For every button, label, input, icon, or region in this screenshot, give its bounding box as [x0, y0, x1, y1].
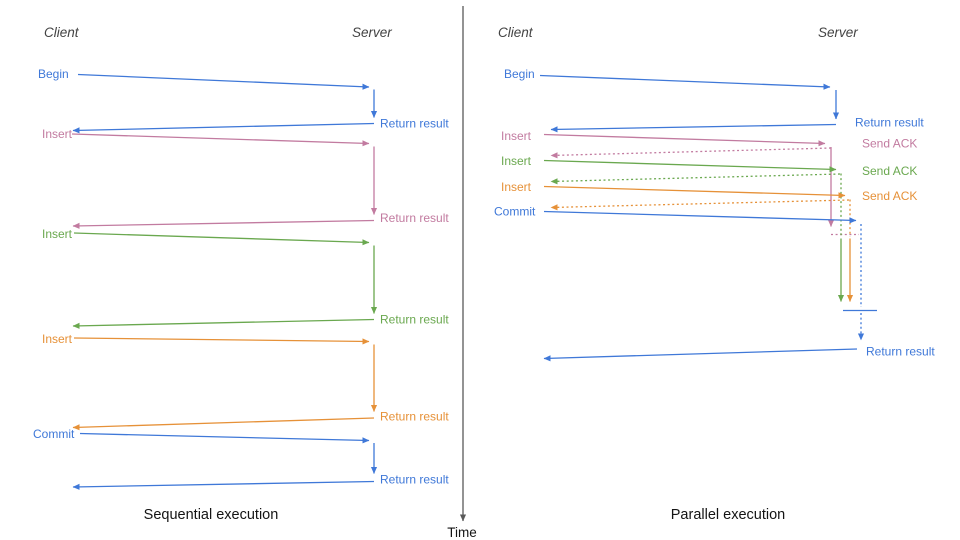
parallel-server-label: Server	[818, 25, 858, 40]
par-insert1-request-arrow	[543, 133, 826, 147]
sequential-client-label: Client	[44, 25, 80, 40]
par-insert3-response-label: Send ACK	[862, 189, 917, 203]
par-begin-request-arrow	[539, 74, 831, 90]
par-insert1-ack-arrow	[550, 147, 832, 159]
seq-insert1-return-arrow	[72, 219, 375, 229]
parallel-diagram: Client Server Begin Return result Insert…	[494, 25, 935, 523]
par-insert3-request-arrow	[543, 185, 846, 199]
par-commit-response-label: Return result	[866, 345, 935, 359]
par-commit-request-arrow	[543, 210, 857, 224]
seq-commit-response-label: Return result	[380, 473, 449, 487]
seq-commit-return-arrow	[72, 480, 375, 490]
seq-insert3-return-arrow	[72, 417, 375, 431]
sequential-diagram: Client Server Begin Return result Insert…	[33, 25, 449, 523]
seq-begin-label: Begin	[38, 67, 69, 81]
seq-commit-request-arrow	[79, 432, 370, 444]
seq-begin-request-arrow	[77, 73, 370, 90]
seq-insert2-request-arrow	[73, 232, 370, 246]
par-commit-label: Commit	[494, 205, 536, 219]
par-begin-response-label: Return result	[855, 116, 924, 130]
par-begin-label: Begin	[504, 67, 535, 81]
time-axis-label: Time	[447, 525, 477, 540]
seq-begin-response-label: Return result	[380, 117, 449, 131]
seq-insert1-label: Insert	[42, 127, 73, 141]
seq-begin-return-arrow	[72, 122, 375, 134]
seq-insert3-label: Insert	[42, 332, 73, 346]
parallel-title: Parallel execution	[671, 507, 785, 523]
parallel-client-label: Client	[498, 25, 534, 40]
par-insert2-ack-arrow	[550, 173, 841, 185]
par-insert2-label: Insert	[501, 154, 532, 168]
seq-insert2-return-arrow	[72, 318, 375, 329]
seq-insert3-request-arrow	[73, 337, 370, 345]
time-axis: Time	[447, 6, 477, 540]
seq-commit-label: Commit	[33, 427, 75, 441]
par-insert2-response-label: Send ACK	[862, 164, 917, 178]
seq-insert2-label: Insert	[42, 227, 73, 241]
seq-insert1-response-label: Return result	[380, 211, 449, 225]
par-insert1-label: Insert	[501, 129, 532, 143]
seq-insert2-response-label: Return result	[380, 313, 449, 327]
par-insert2-request-arrow	[543, 159, 837, 173]
par-insert1-response-label: Send ACK	[862, 137, 917, 151]
seq-insert1-request-arrow	[71, 133, 370, 147]
seq-insert3-response-label: Return result	[380, 410, 449, 424]
par-begin-return-arrow	[550, 123, 837, 133]
par-commit-return-arrow	[543, 348, 858, 362]
sequential-server-label: Server	[352, 25, 392, 40]
par-insert3-ack-arrow	[550, 199, 850, 211]
sequential-title: Sequential execution	[144, 507, 279, 523]
par-insert3-label: Insert	[501, 180, 532, 194]
